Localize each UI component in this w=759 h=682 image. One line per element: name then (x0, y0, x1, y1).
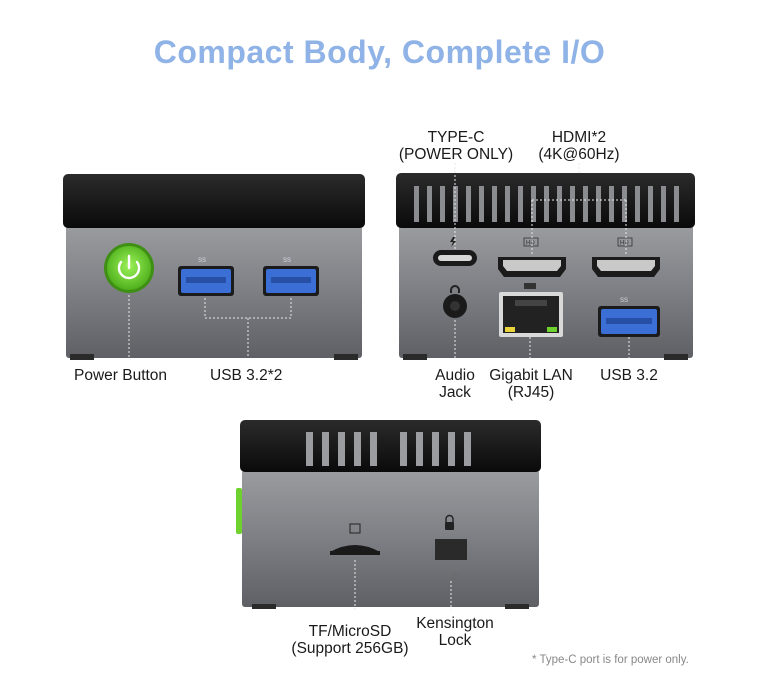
usb-logo-label: SS (198, 258, 206, 264)
kensington-line2: Lock (438, 632, 472, 649)
typec-line2: (POWER ONLY) (398, 146, 514, 163)
hdmi-logo-label: HD (526, 241, 535, 247)
hdmi-logo-label: HD (620, 241, 629, 247)
kensington-lock-icon (435, 514, 467, 579)
hdmi-line2: (4K@60Hz) (538, 146, 620, 163)
front-view: SS SS (63, 174, 365, 360)
audio-line2: Jack (439, 384, 471, 401)
typec-line1: TYPE-C (427, 129, 485, 146)
power-button-label: Power Button (74, 367, 184, 384)
side-view (236, 420, 541, 610)
tf-line1: TF/MicroSD (308, 623, 392, 640)
usb-logo-label: SS (620, 298, 628, 304)
hdmi-port-icon: HD (498, 237, 566, 277)
page-title: Compact Body, Complete I/O (153, 34, 606, 70)
usb-port-icon: SS (178, 258, 234, 296)
usb32x2-text: USB 3.2*2 (210, 367, 283, 384)
usb-port-icon: SS (598, 298, 660, 337)
lan-port-icon (499, 283, 563, 337)
usb-port-icon: SS (263, 258, 319, 296)
typec-label: TYPE-C (POWER ONLY) (386, 129, 526, 163)
lan-line1: Gigabit LAN (489, 367, 573, 384)
kensington-line1: Kensington (416, 615, 494, 632)
usb32-text: USB 3.2 (600, 367, 658, 384)
usb32-label: USB 3.2 (592, 367, 666, 384)
tf-line2: (Support 256GB) (291, 640, 409, 657)
hdmi-port-icon: HD (592, 237, 660, 277)
tf-card-label: TF/MicroSD (Support 256GB) (280, 623, 420, 657)
footnote: * Type-C port is for power only. (532, 654, 689, 666)
lan-label: Gigabit LAN (RJ45) (484, 367, 578, 401)
usb-logo-label: SS (283, 258, 291, 264)
audio-line1: Audio (435, 367, 475, 384)
hdmi-line1: HDMI*2 (551, 129, 607, 146)
sd-card-slot-icon (330, 523, 380, 555)
lan-line2: (RJ45) (507, 384, 555, 401)
audio-jack-icon (443, 285, 467, 318)
kensington-label: Kensington Lock (400, 615, 510, 649)
power-button-text: Power Button (74, 367, 168, 384)
usb32x2-label: USB 3.2*2 (210, 367, 300, 384)
power-button-icon (104, 243, 154, 293)
type-c-port-icon (433, 237, 477, 266)
rear-view: HD HD SS (396, 163, 695, 360)
hdmi-label: HDMI*2 (4K@60Hz) (520, 129, 638, 163)
audio-label: Audio Jack (426, 367, 484, 401)
